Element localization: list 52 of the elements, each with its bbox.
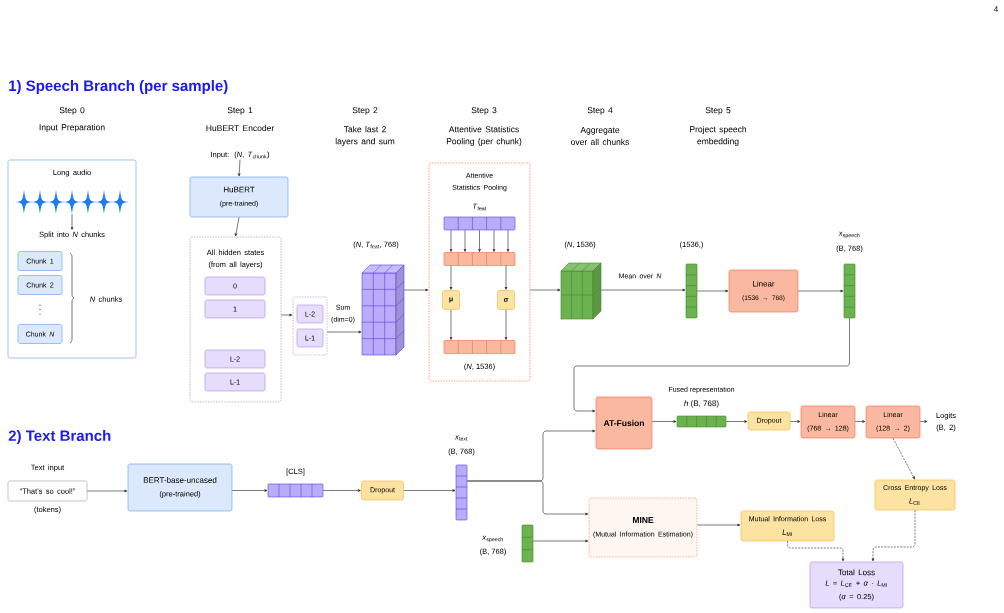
arrow: [492, 229, 496, 252]
arrow: [478, 229, 481, 252]
arrow: [70, 213, 74, 230]
arrow: [790, 420, 801, 423]
arrow: [532, 539, 589, 543]
step-title: Take last 2 layers and sum: [335, 126, 395, 146]
arrow: [798, 289, 844, 293]
arrow: [234, 217, 240, 237]
step-number: Step 5: [705, 107, 731, 115]
section-title: 1) Speech Branch (per sample): [9, 80, 228, 94]
arrow: [855, 420, 866, 423]
arrow: [871, 510, 916, 562]
arrow: [322, 489, 361, 492]
arrow: [506, 229, 510, 252]
arrow: [449, 265, 453, 290]
step-title: Attentive Statistics Pooling (per chunk): [446, 126, 522, 146]
arrow: [466, 480, 589, 516]
arrow: [403, 489, 456, 492]
arrow: [449, 309, 453, 340]
step-number: Step 1: [227, 107, 253, 115]
arrow: [403, 288, 429, 292]
arrow: [504, 265, 508, 290]
fusion-box: AT-Fusion: [595, 396, 653, 450]
arrow: [725, 420, 748, 423]
step-number: Step 0: [59, 107, 85, 115]
arrow: [327, 330, 362, 334]
step-number: Step 2: [352, 107, 378, 115]
vector-bar: [443, 252, 516, 266]
arrow: [652, 420, 677, 423]
arrow: [530, 288, 561, 292]
arrow: [697, 523, 741, 527]
arrow: [573, 317, 850, 413]
arrow: [463, 229, 467, 252]
arrow: [281, 313, 293, 317]
step-title: Project speech embedding: [690, 126, 747, 146]
arrow: [449, 229, 453, 252]
step-title: HuBERT Encoder: [206, 124, 275, 132]
arrow: [920, 420, 928, 423]
arrow: [892, 438, 915, 480]
arrow: [87, 489, 128, 493]
step-number: Step 3: [471, 107, 497, 115]
step-title: Input Preparation: [39, 124, 105, 132]
arrow: [237, 159, 241, 177]
tensor-label: h (B, 768): [684, 400, 719, 408]
page-number: 4: [993, 6, 998, 12]
arrow: [232, 489, 268, 492]
arrow: [504, 309, 508, 340]
step-number: Step 4: [587, 107, 613, 115]
arrow: [696, 289, 729, 293]
step-title: Aggregate over all chunks: [571, 127, 629, 145]
section-title: 2) Text Branch: [8, 430, 111, 444]
arrow: [600, 288, 686, 292]
